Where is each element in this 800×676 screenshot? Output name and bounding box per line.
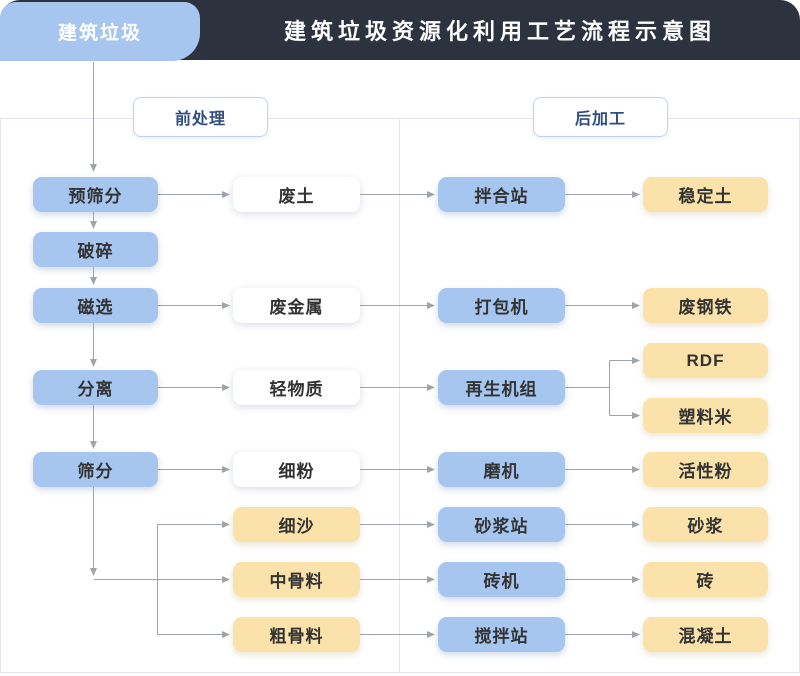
node-baler: 打包机 bbox=[438, 288, 565, 323]
node-stabilized-soil: 稳定土 bbox=[643, 177, 768, 212]
section-divider-line bbox=[399, 118, 400, 672]
node-fine-sand: 细沙 bbox=[233, 507, 360, 542]
node-scrap-steel: 废钢铁 bbox=[643, 288, 768, 323]
node-separation: 分离 bbox=[33, 370, 158, 405]
node-light-material: 轻物质 bbox=[233, 370, 360, 405]
node-mortar-plant: 砂浆站 bbox=[438, 507, 565, 542]
node-mortar: 砂浆 bbox=[643, 507, 768, 542]
node-brick: 砖 bbox=[643, 562, 768, 597]
node-regeneration-unit: 再生机组 bbox=[438, 370, 565, 405]
node-fine-powder: 细粉 bbox=[233, 452, 360, 487]
node-screening: 筛分 bbox=[33, 452, 158, 487]
node-mill: 磨机 bbox=[438, 452, 565, 487]
diagram-title: 建筑垃圾资源化利用工艺流程示意图 bbox=[283, 19, 716, 44]
source-node-construction-waste: 建筑垃圾 bbox=[0, 2, 200, 61]
node-rdf: RDF bbox=[643, 343, 768, 378]
node-waste-metal: 废金属 bbox=[233, 288, 360, 323]
flow-arrows bbox=[90, 62, 640, 638]
node-waste-soil: 废土 bbox=[233, 177, 360, 212]
node-medium-aggregate: 中骨料 bbox=[233, 562, 360, 597]
node-plastic-pellets: 塑料米 bbox=[643, 398, 768, 433]
section-label-pretreatment: 前处理 bbox=[133, 97, 268, 137]
node-active-powder: 活性粉 bbox=[643, 452, 768, 487]
section-label-postprocessing: 后加工 bbox=[533, 97, 668, 137]
node-coarse-aggregate: 粗骨料 bbox=[233, 617, 360, 652]
node-mixing-plant: 拌合站 bbox=[438, 177, 565, 212]
node-concrete: 混凝土 bbox=[643, 617, 768, 652]
node-batching-plant: 搅拌站 bbox=[438, 617, 565, 652]
node-crushing: 破碎 bbox=[33, 232, 158, 267]
node-brick-machine: 砖机 bbox=[438, 562, 565, 597]
node-pre-screening: 预筛分 bbox=[33, 177, 158, 212]
node-magnetic-separation: 磁选 bbox=[33, 288, 158, 323]
